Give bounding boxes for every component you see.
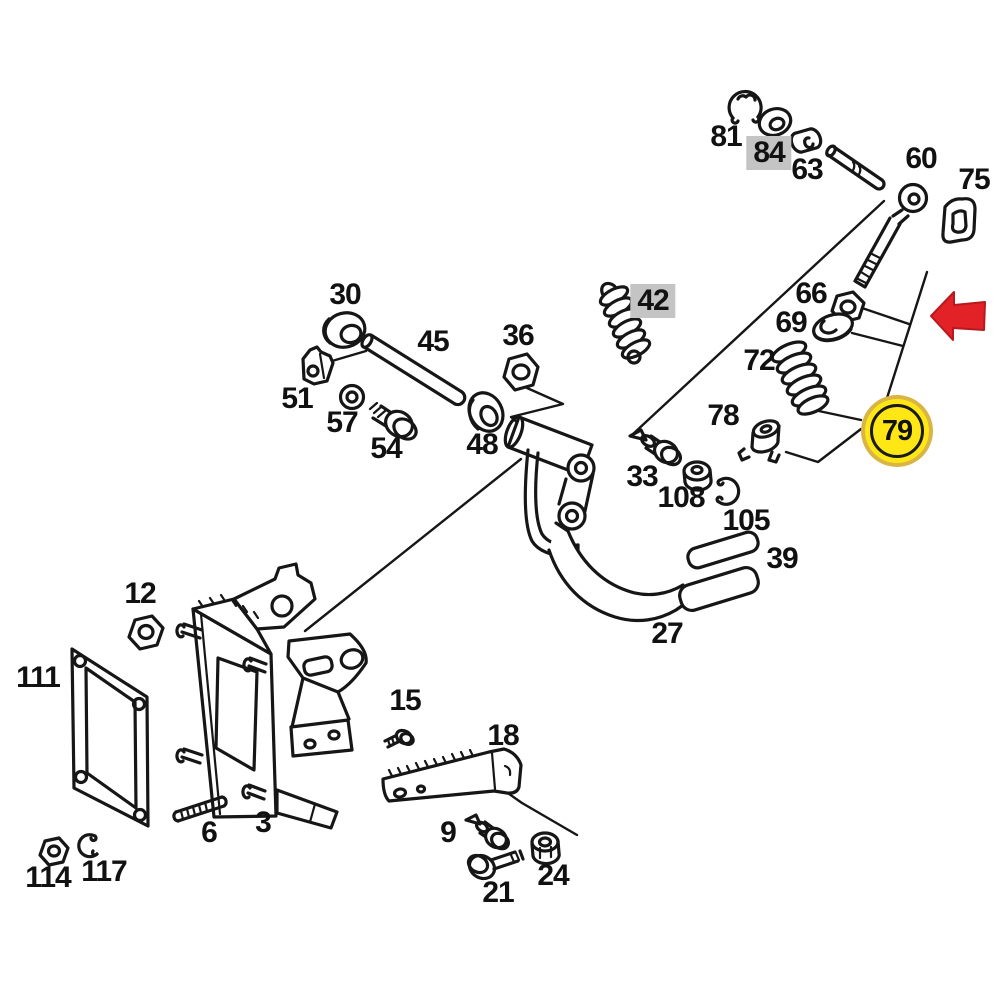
part-21-bolt <box>466 849 525 881</box>
part-63-bushing <box>789 127 823 154</box>
part-label-78: 78 <box>707 399 739 432</box>
part-24-nut <box>530 831 561 866</box>
part-60-pushrod <box>853 182 929 289</box>
part-label-51: 51 <box>281 382 313 415</box>
part-114-nut <box>38 836 70 867</box>
part-label-6: 6 <box>201 816 218 849</box>
part-label-108: 108 <box>657 481 705 514</box>
part-117-clip <box>77 833 99 859</box>
part-9-bolt <box>464 813 510 851</box>
part-label-75: 75 <box>958 163 990 196</box>
part-105-circlip <box>715 476 741 506</box>
part-12-nut <box>127 614 165 651</box>
part-label-30: 30 <box>329 278 361 311</box>
part-label-117: 117 <box>81 855 127 888</box>
part-bracket-studs <box>175 622 268 801</box>
part-69-washer <box>812 312 854 343</box>
part-label-39: 39 <box>766 542 798 575</box>
part-label-63: 63 <box>791 153 823 186</box>
part-label-15: 15 <box>389 684 421 717</box>
part-label-36: 36 <box>502 319 534 352</box>
part-label-27: 27 <box>651 617 683 650</box>
part-label-54: 54 <box>370 432 402 465</box>
part-27-pedal-arm <box>547 521 691 623</box>
part-label-66: 66 <box>795 277 827 310</box>
part-54-bolt <box>368 401 418 441</box>
part-33-bolt <box>628 428 683 467</box>
part-label-81: 81 <box>710 120 742 153</box>
part-label-33: 33 <box>626 460 658 493</box>
part-108-washer <box>682 460 713 492</box>
part-label-24: 24 <box>537 859 569 892</box>
part-81-circlip <box>727 89 763 125</box>
part-51-bracket <box>301 345 335 386</box>
part-label-60: 60 <box>905 142 937 175</box>
part-15-bolt <box>383 728 415 749</box>
part-45-shaft <box>360 333 467 407</box>
part-label-42-highlighted: 42 <box>630 284 676 318</box>
part-label-12: 12 <box>124 577 156 610</box>
part-label-72: 72 <box>743 344 775 377</box>
part-label-114: 114 <box>25 861 71 894</box>
part-label-111: 111 <box>16 661 61 694</box>
part-label-3: 3 <box>255 806 272 839</box>
part-label-79-yellow-badge: 79 <box>870 404 924 458</box>
part-111-gasket <box>70 647 150 828</box>
red-arrow-left-icon <box>930 291 986 341</box>
part-label-84-highlighted: 84 <box>746 136 792 170</box>
part-57-nut <box>338 383 366 411</box>
part-label-105: 105 <box>722 504 770 537</box>
part-label-9: 9 <box>440 816 457 849</box>
part-36-nut <box>502 352 540 392</box>
part-label-57: 57 <box>326 406 358 439</box>
part-label-45: 45 <box>417 325 449 358</box>
part-75-clip <box>941 197 977 244</box>
part-label-21: 21 <box>482 876 514 909</box>
part-72-spring <box>770 340 830 416</box>
leader-lines <box>303 199 929 837</box>
part-label-18: 18 <box>487 719 519 752</box>
part-6-stud-bolt <box>172 795 228 823</box>
part-label-48: 48 <box>466 428 498 461</box>
part-pin-rod <box>825 144 886 191</box>
part-42-spring <box>598 281 652 365</box>
part-78-retainer <box>737 419 781 464</box>
part-48-grommet <box>467 391 505 433</box>
part-label-69: 69 <box>775 306 807 339</box>
part-84-washer <box>757 107 793 137</box>
part-39-pedal-pads <box>678 530 760 612</box>
part-pedal-hub <box>503 415 596 558</box>
part-18-bar <box>381 747 523 803</box>
part-3-bracket <box>191 562 368 830</box>
part-30-bushing <box>322 311 367 349</box>
